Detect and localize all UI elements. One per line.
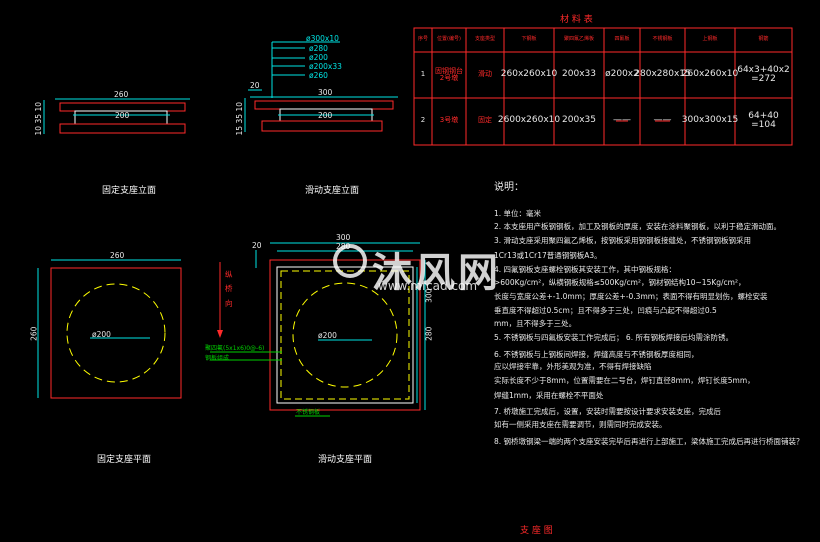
note-line: 1. 单位：毫米 — [494, 209, 542, 218]
leader-label-1: 聚四氟(5x1x6)0@-6) — [205, 345, 265, 352]
table-cell: 300x300x15 — [681, 115, 739, 126]
note-line: 长度与宽度公差+-1.0mm；厚度公差+-0.3mm；表面不得有明显划伤，螺栓安… — [494, 292, 768, 301]
table-title: 材 料 表 — [560, 15, 593, 25]
dim-fixed-h1: 10 — [34, 101, 44, 112]
table-cell: 3号墩 — [439, 116, 459, 125]
table-cell: 2 — [420, 116, 426, 125]
note-line: 如有一侧采用支座在需要调节，则需同时完成安装。 — [494, 420, 667, 429]
table-cell: 2600x260x10 — [497, 115, 561, 126]
table-header-cell: 序号 — [417, 36, 428, 43]
drawing-title: 支 座 图 — [520, 526, 553, 536]
table-cell: 200x35 — [562, 115, 596, 126]
table-cell: 固定 — [478, 116, 492, 125]
table-cell: 滑动 — [478, 70, 492, 79]
dim-fixed-h3: 10 — [34, 125, 44, 136]
table-header-cell: 钢筋 — [758, 36, 769, 43]
fixed-plan-dia: ø200 — [92, 330, 111, 339]
table-cell: 260x260x10 — [500, 69, 558, 80]
material-table — [413, 27, 793, 146]
note-line: 应以焊接牢靠，外形美观为准，不得有焊接缺陷 — [494, 362, 652, 371]
sliding-plan-title: 滑动支座平面 — [318, 455, 373, 465]
dim-fixed-plan-h: 260 — [29, 326, 39, 341]
dim-slide-plan-h2: 280 — [424, 326, 434, 341]
dim-fixed-inner: 200 — [115, 111, 130, 120]
fixed-plan-drawing — [37, 259, 182, 399]
note-line: 垂直度不得超过0.5cm；且不得多于三处，凹痕与凸起不得超过0.5 — [494, 306, 717, 315]
table-cell: 64+40 =104 — [748, 110, 779, 130]
note-line: 3. 滑动支座采用聚四氟乙烯板，按钢板采用钢钢板接缝处，不锈钢钢板钢采用 — [494, 236, 752, 245]
dim-fixed-width: 260 — [114, 90, 129, 99]
table-header-cell: 聚四氟乙烯板 — [563, 36, 594, 43]
callout-3: ø200 — [309, 53, 328, 62]
note-line: 5. 不锈钢板与四氟板安装工作完成后； 6. 所有钢板焊接后均需涂防锈。 — [494, 333, 733, 342]
fixed-elevation-title: 固定支座立面 — [102, 186, 157, 196]
dim-slide-left: 20 — [250, 81, 260, 90]
note-line: 6. 不锈钢板与上钢板间焊接，焊缝高度与不锈钢板厚度相同， — [494, 350, 699, 359]
dim-slide-inner: 200 — [318, 111, 333, 120]
table-header-cell: 下钢板 — [521, 36, 537, 43]
leader-label-2: 钢板组成 — [205, 355, 230, 362]
watermark-brand: 沐风网 — [372, 250, 501, 296]
note-line: 实际长度不少于8mm，位置需要在二号台，焊钉直径8mm，焊钉长度5mm， — [494, 376, 755, 385]
callout-2: ø280 — [309, 44, 328, 53]
note-line: 焊缝1mm，采用在螺栓不平面处 — [494, 391, 604, 400]
callout-4: ø200x33 — [309, 62, 342, 71]
note-line: 7. 桥墩施工完成后，设置，安装时需要按设计要求安装支座，完成后 — [494, 407, 722, 416]
watermark-logo-icon — [333, 244, 367, 278]
notes-heading: 说明： — [494, 182, 524, 193]
note-line: 2. 本支座用产板钢钢板，加工及钢板的厚度，安装在涂料聚钢板，以利于稳定滑动面。 — [494, 222, 782, 231]
table-header-cell: 上钢板 — [702, 36, 718, 43]
table-cell: 64x3+40x2 =272 — [737, 64, 790, 84]
table-cell: 1 — [420, 70, 426, 79]
slide-plan-dia: ø200 — [318, 331, 337, 340]
bridge-direction-label: 纵 桥 向 — [225, 270, 233, 308]
table-header-cell: 四氟板 — [614, 36, 630, 43]
dim-slide-plan-left: 20 — [252, 241, 262, 250]
dim-slide-h3: 15 — [235, 125, 245, 136]
callout-5: ø260 — [309, 71, 328, 80]
note-line: mm，且不得多于三处。 — [494, 319, 577, 328]
sliding-elevation-title: 滑动支座立面 — [305, 186, 360, 196]
fixed-elevation-drawing — [43, 98, 190, 134]
dim-slide-top: 300 — [318, 88, 333, 97]
sliding-elevation-drawing — [244, 41, 398, 132]
table-cell: —— — [613, 115, 631, 126]
table-cell: ø200x2 — [605, 69, 639, 80]
dim-slide-h1: 10 — [235, 101, 245, 112]
table-cell: —— — [653, 115, 672, 126]
watermark-url: www.mfcad.com — [378, 279, 478, 293]
note-line: >600Kg/cm²，纵横钢板规格≤500Kg/cm²，钢材钢结构10~15Kg… — [494, 278, 746, 287]
fixed-plan-title: 固定支座平面 — [97, 455, 152, 465]
dim-fixed-h2: 35 — [34, 113, 44, 124]
leader-label-3: 不锈钢板 — [296, 409, 321, 416]
table-cell: 固钢钢台 2号墩 — [435, 66, 463, 82]
dim-fixed-plan-w: 260 — [110, 251, 125, 260]
callout-1: ø300x10 — [306, 34, 339, 43]
dim-slide-h2: 35 — [235, 113, 245, 124]
note-line: 1Cr13或1Cr17普通钢钢板A3。 — [494, 251, 602, 260]
dim-slide-plan-w1: 300 — [336, 233, 351, 242]
table-header-cell: 支座类型 — [474, 36, 495, 43]
note-line: 4. 四氟钢板支座螺栓钢板其安装工作，其中钢板规格： — [494, 265, 677, 274]
table-cell: 200x33 — [562, 69, 596, 80]
table-cell: 260x260x10 — [681, 69, 739, 80]
table-header-cell: 位置(编号) — [437, 36, 461, 43]
table-header-cell: 不锈钢板 — [652, 36, 673, 43]
table-cell: 280x280x15 — [634, 69, 691, 80]
note-line: 8. 钢桥墩钢梁一端的两个支座安装完毕后再进行上部施工，梁体施工完成后再进行桥面… — [494, 437, 804, 446]
